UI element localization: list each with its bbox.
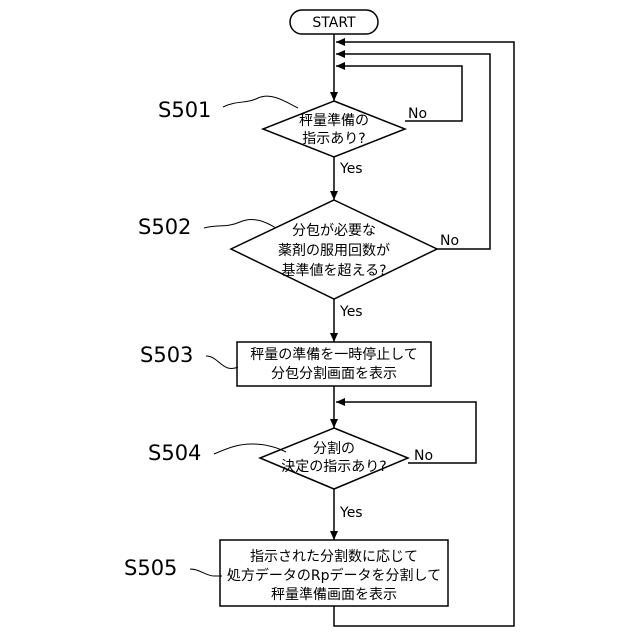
s502-line-1: 分包が必要な — [292, 223, 376, 239]
step-label-s505: S505 — [124, 556, 177, 580]
s502-line-2: 薬剤の服用回数が — [278, 243, 390, 259]
s502-line-3: 基準値を超える? — [281, 262, 386, 279]
step-label-s504: S504 — [148, 441, 201, 465]
leader-s505 — [190, 569, 222, 576]
s505-line-1: 指示された分割数に応じて — [250, 548, 418, 565]
step-label-s503: S503 — [140, 343, 193, 367]
decision-s501 — [263, 101, 405, 157]
s501-line-1: 秤量準備の — [299, 113, 369, 129]
s501-yes-label: Yes — [339, 161, 363, 177]
step-label-s502: S502 — [138, 215, 191, 239]
leader-s503 — [206, 356, 238, 368]
leader-s502 — [204, 220, 276, 228]
s504-line-2: 決定の指示あり? — [281, 459, 386, 475]
s501-line-2: 指示あり? — [302, 131, 365, 147]
s505-line-2: 処方データのRpデータを分割して — [227, 567, 441, 584]
start-label: START — [312, 15, 356, 31]
step-label-s501: S501 — [158, 98, 211, 122]
s503-line-1: 秤量の準備を一時停止して — [250, 346, 418, 363]
s505-line-3: 秤量準備画面を表示 — [271, 587, 397, 603]
s502-yes-label: Yes — [339, 304, 363, 320]
s501-no-label: No — [408, 106, 427, 122]
leader-s501 — [223, 96, 298, 108]
s504-yes-label: Yes — [339, 505, 363, 521]
s504-line-1: 分割の — [313, 440, 355, 457]
s504-no-label: No — [414, 448, 433, 464]
s502-no-label: No — [440, 233, 459, 249]
s503-line-2: 分包分割画面を表示 — [271, 365, 397, 382]
